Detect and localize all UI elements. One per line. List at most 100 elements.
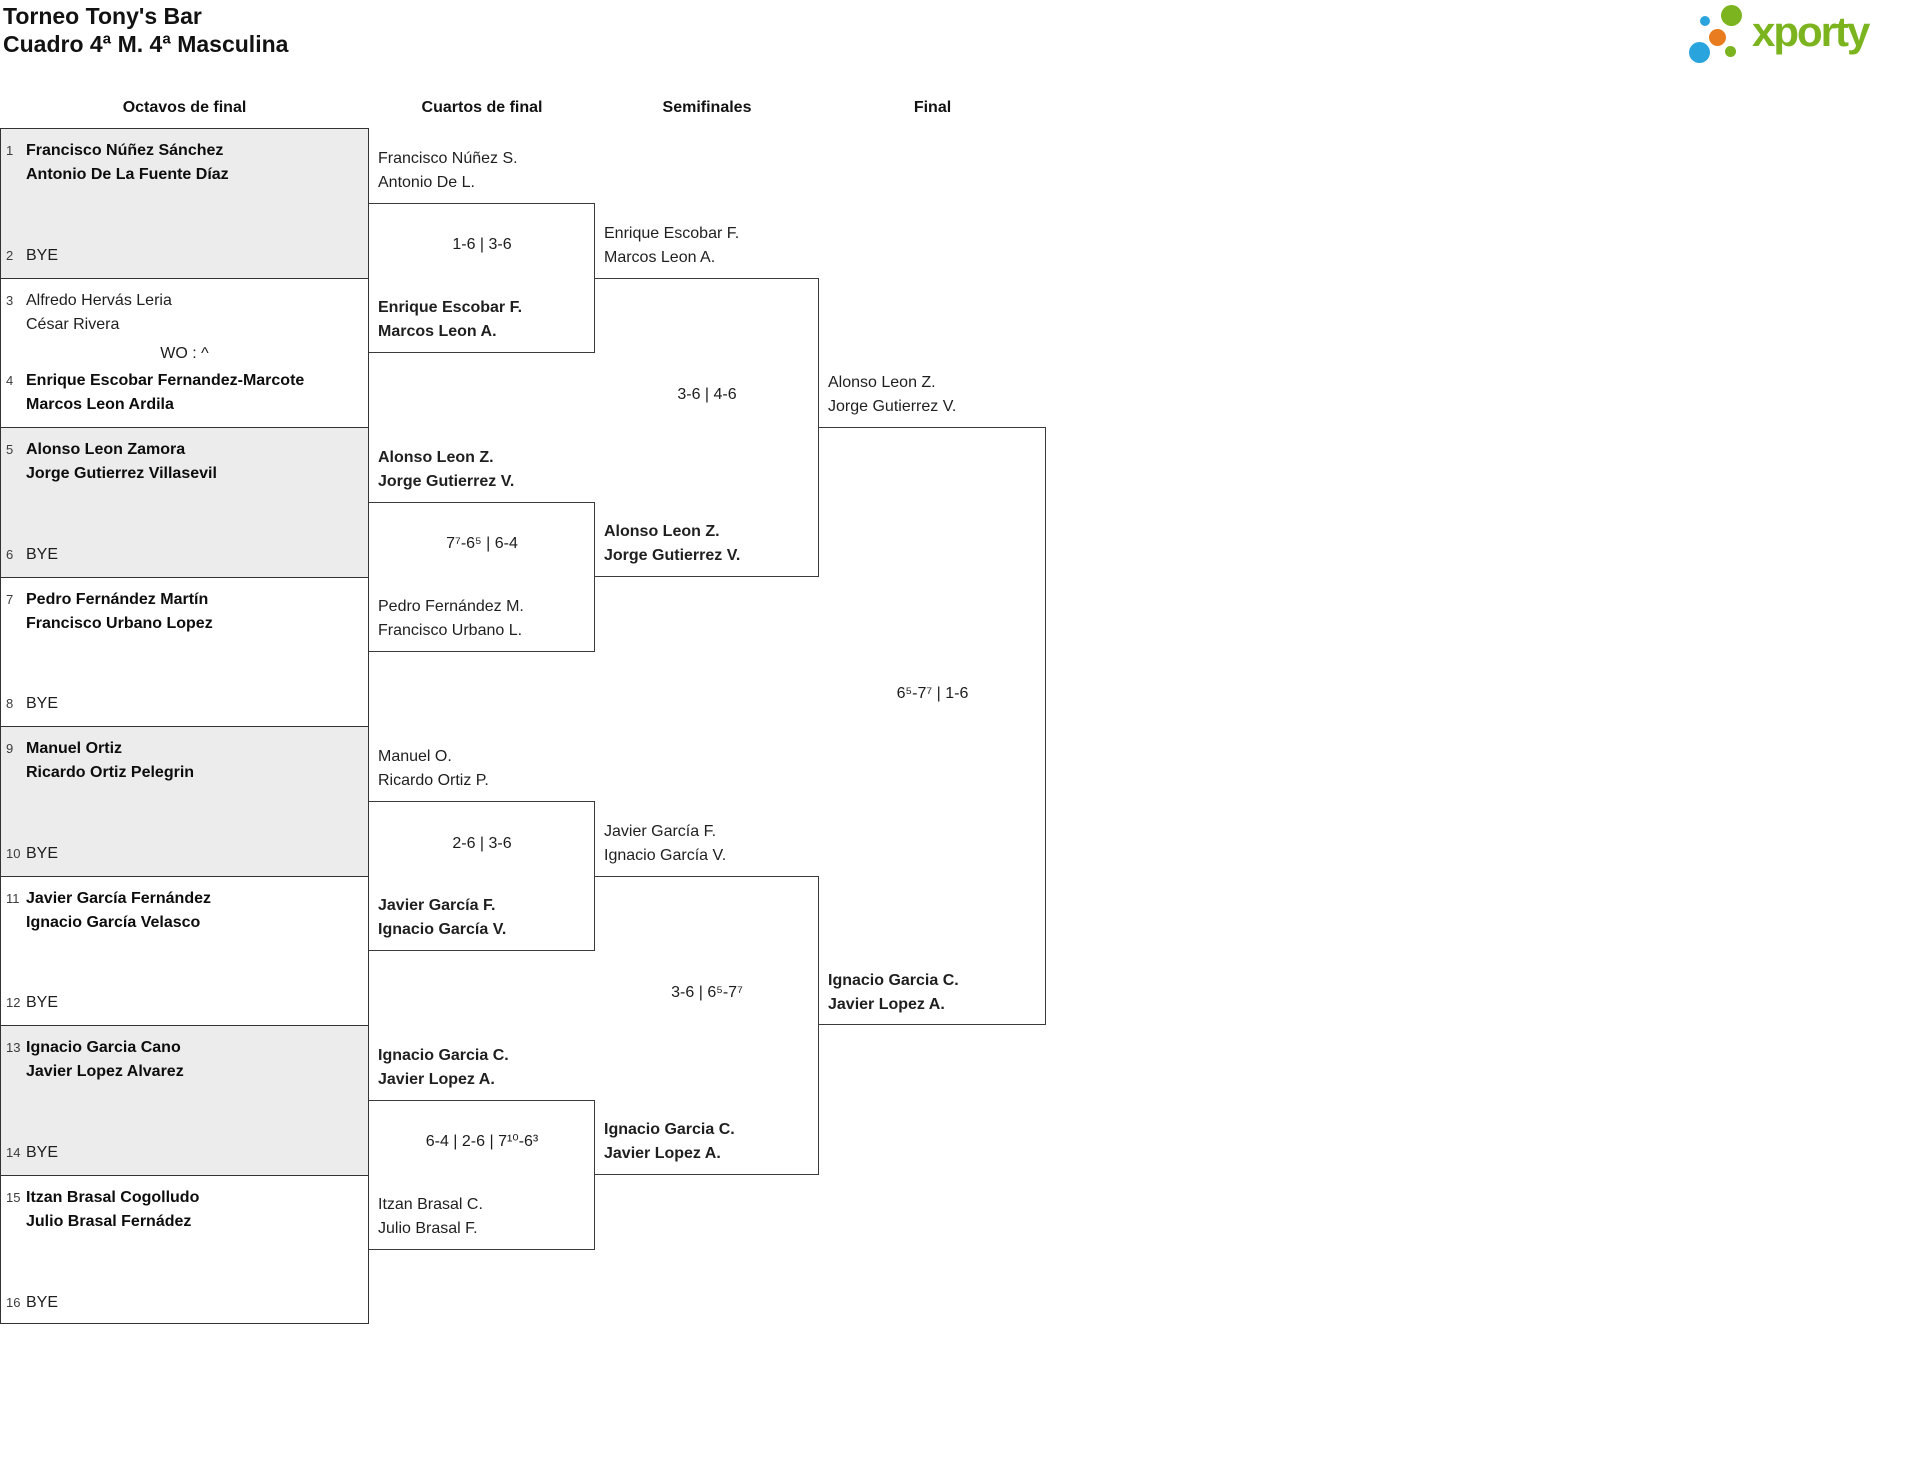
r16-entry-13: 13 Ignacio Garcia Cano Javier Lopez Alva…	[1, 1036, 364, 1084]
seed-number: 10	[6, 845, 21, 861]
qf3-box	[369, 801, 595, 951]
xporty-logo[interactable]: xporty	[1688, 0, 1916, 68]
team-name: Itzan Brasal Cogolludo Julio Brasal Fern…	[26, 1188, 200, 1230]
page-title: Torneo Tony's Bar Cuadro 4ª M. 4ª Mascul…	[3, 2, 288, 58]
qf1-box	[369, 203, 595, 353]
r16-entry-11: 11 Javier García Fernández Ignacio Garcí…	[1, 887, 364, 935]
team-name: Manuel Ortiz Ricardo Ortiz Pelegrin	[26, 740, 195, 781]
sf2-box	[595, 875, 819, 1175]
final-score: 6⁵-7⁷ | 1-6	[896, 685, 969, 702]
r16-pair-7-8: 7 Pedro Fernández Martín Francisco Urban…	[1, 578, 368, 727]
sf2-top-team: Javier García F.Ignacio García V.	[604, 823, 727, 864]
team-name-bye: BYE	[26, 1143, 59, 1161]
final-top-team: Alonso Leon Z.Jorge Gutierrez V.	[828, 374, 957, 415]
sf2-bottom-team: Ignacio Garcia C.Javier Lopez A.	[604, 1121, 735, 1162]
logo-dot-orange	[1709, 29, 1726, 46]
seed-number: 9	[6, 741, 14, 756]
team-name: Ignacio Garcia Cano Javier Lopez Alvarez	[26, 1039, 184, 1080]
qf3-top-team: Manuel O.Ricardo Ortiz P.	[378, 748, 489, 789]
round-header-semifinales: Semifinales	[662, 99, 752, 116]
qf2-bottom-team: Pedro Fernández M.Francisco Urbano L.	[378, 598, 524, 639]
team-name: Alonso Leon Zamora Jorge Gutierrez Villa…	[26, 441, 217, 482]
r16-entry-1: 1 Francisco Núñez Sánchez Antonio De La …	[1, 139, 364, 187]
final-box	[819, 427, 1046, 1025]
draw-name: Cuadro 4ª M. 4ª Masculina	[3, 31, 289, 57]
r16-entry-8: 8 BYE	[1, 692, 364, 716]
r16-match2-score: WO : ^	[160, 345, 209, 362]
seed-number: 5	[6, 442, 14, 457]
qf4-score: 6-4 | 2-6 | 7¹⁰-6³	[425, 1133, 539, 1150]
seed-number: 11	[6, 890, 20, 906]
r16-pair-3-4: 3 Alfredo Hervás Leria César Rivera 4 En…	[1, 279, 368, 428]
seed-number: 15	[6, 1189, 21, 1205]
team-name-bye: BYE	[26, 545, 59, 563]
logo-dot-blue-big	[1689, 42, 1710, 63]
seed-number: 7	[6, 591, 14, 607]
seed-number: 1	[6, 143, 14, 158]
team-name-bye: BYE	[26, 994, 59, 1011]
r16-entry-14: 14 BYE	[1, 1141, 364, 1165]
r16-pair-13-14: 13 Ignacio Garcia Cano Javier Lopez Alva…	[1, 1026, 368, 1176]
qf2-score: 7⁷-6⁵ | 6-4	[446, 535, 518, 552]
logo-dot-green-big	[1721, 5, 1742, 26]
qf1-score: 1-6 | 3-6	[452, 236, 512, 253]
qf4-bottom-team: Itzan Brasal C.Julio Brasal F.	[378, 1196, 483, 1237]
qf1-top-team: Francisco Núñez S.Antonio De L.	[378, 150, 518, 191]
sf1-box	[595, 277, 819, 577]
final-bottom-team: Ignacio Garcia C.Javier Lopez A.	[828, 972, 959, 1013]
seed-number: 14	[6, 1144, 21, 1160]
r16-pair-1-2: 1 Francisco Núñez Sánchez Antonio De La …	[1, 129, 368, 279]
seed-number: 3	[6, 292, 14, 308]
team-name: Pedro Fernández Martín Francisco Urbano …	[26, 590, 213, 632]
sf1-top-team: Enrique Escobar F.Marcos Leon A.	[604, 225, 740, 266]
qf2-box	[369, 502, 595, 652]
bracket-column-octavos: 1 Francisco Núñez Sánchez Antonio De La …	[0, 128, 369, 1324]
r16-entry-6: 6 BYE	[1, 543, 364, 567]
logo-dot-blue-small	[1700, 16, 1710, 26]
r16-entry-10: 10 BYE	[1, 842, 364, 866]
team-name: Francisco Núñez Sánchez Antonio De La Fu…	[26, 142, 229, 183]
team-name-bye: BYE	[26, 695, 59, 712]
sf2-score: 3-6 | 6⁵-7⁷	[671, 984, 743, 1001]
r16-pair-15-16: 15 Itzan Brasal Cogolludo Julio Brasal F…	[1, 1176, 368, 1326]
qf3-score: 2-6 | 3-6	[452, 835, 512, 852]
qf2-top-team: Alonso Leon Z.Jorge Gutierrez V.	[378, 449, 515, 490]
round-header-octavos: Octavos de final	[122, 99, 247, 116]
round-header-cuartos: Cuartos de final	[421, 99, 543, 116]
team-name: Alfredo Hervás Leria César Rivera	[26, 291, 172, 333]
r16-entry-5: 5 Alonso Leon Zamora Jorge Gutierrez Vil…	[1, 438, 364, 486]
sf1-score: 3-6 | 4-6	[677, 386, 737, 403]
r16-entry-9: 9 Manuel Ortiz Ricardo Ortiz Pelegrin	[1, 737, 364, 785]
logo-wordmark: xporty	[1752, 8, 1870, 55]
qf4-box	[369, 1100, 595, 1250]
r16-entry-15: 15 Itzan Brasal Cogolludo Julio Brasal F…	[1, 1186, 364, 1234]
team-name-bye: BYE	[26, 246, 59, 264]
qf4-top-team: Ignacio Garcia C.Javier Lopez A.	[378, 1047, 509, 1088]
r16-pair-9-10: 9 Manuel Ortiz Ricardo Ortiz Pelegrin 10…	[1, 727, 368, 877]
r16-entry-16: 16 BYE	[1, 1291, 364, 1315]
team-name: Javier García Fernández Ignacio García V…	[26, 889, 211, 931]
round-header-final: Final	[913, 99, 952, 116]
r16-entry-3: 3 Alfredo Hervás Leria César Rivera	[1, 289, 364, 337]
team-name-bye: BYE	[26, 844, 59, 862]
logo-dot-green-small	[1725, 46, 1736, 57]
seed-number: 6	[6, 546, 14, 562]
seed-number: 8	[6, 696, 14, 711]
seed-number: 4	[6, 373, 14, 388]
tournament-name: Torneo Tony's Bar	[3, 3, 202, 29]
r16-entry-4: 4 Enrique Escobar Fernandez-Marcote Marc…	[1, 369, 364, 417]
r16-pair-11-12: 11 Javier García Fernández Ignacio Garcí…	[1, 877, 368, 1026]
team-name: Enrique Escobar Fernandez-Marcote Marcos…	[26, 372, 305, 413]
team-name-bye: BYE	[26, 1294, 59, 1311]
qf1-bottom-team: Enrique Escobar F.Marcos Leon A.	[378, 299, 523, 340]
r16-entry-12: 12 BYE	[1, 991, 364, 1015]
seed-number: 12	[6, 995, 21, 1010]
r16-pair-5-6: 5 Alonso Leon Zamora Jorge Gutierrez Vil…	[1, 428, 368, 578]
seed-number: 2	[6, 247, 14, 263]
r16-entry-2: 2 BYE	[1, 244, 364, 268]
seed-number: 13	[6, 1040, 21, 1055]
seed-number: 16	[6, 1295, 21, 1310]
sf1-bottom-team: Alonso Leon Z.Jorge Gutierrez V.	[604, 523, 741, 564]
qf3-bottom-team: Javier García F.Ignacio García V.	[378, 897, 507, 938]
